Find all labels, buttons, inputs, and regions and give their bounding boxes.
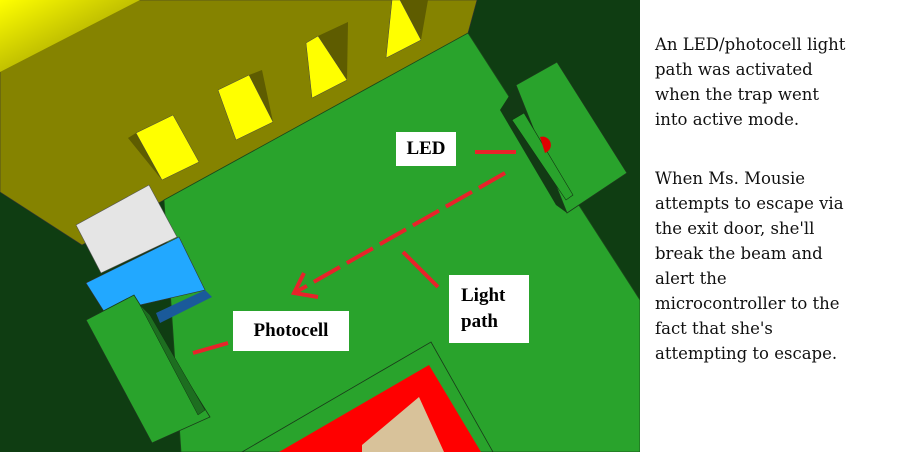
led-label: LED [396, 132, 456, 166]
caption-line: alert the [655, 269, 727, 288]
led-bulb [540, 136, 551, 153]
led-housing [500, 61, 628, 214]
exit-door-area [241, 341, 494, 452]
caption-line: the exit door, she'll [655, 219, 815, 238]
light-path-arrowhead [291, 272, 319, 299]
photocell-label-text: Photocell [253, 320, 329, 341]
caption-line: path was activated [655, 60, 813, 79]
caption-line: microcontroller to the [655, 294, 840, 313]
caption-line: attempts to escape via [655, 194, 844, 213]
caption-text: An LED/photocell light path was activate… [655, 32, 895, 400]
light-path-pointer [401, 250, 440, 289]
photocell-housing [85, 294, 211, 444]
caption-line: fact that she's [655, 319, 773, 338]
photocell-label: Photocell [233, 311, 349, 351]
wall-highlight [0, 0, 140, 72]
trap-3d-illustration [0, 0, 640, 452]
caption-paragraph: When Ms. Mousie attempts to escape via t… [655, 166, 895, 366]
light-path-beam [295, 171, 506, 294]
caption-line: An LED/photocell light [655, 35, 846, 54]
light-path-label-line: Light [461, 285, 506, 306]
caption-line: attempting to escape. [655, 344, 838, 363]
caption-line: when the trap went [655, 85, 819, 104]
light-path-label-line: path [461, 311, 498, 332]
caption-line: When Ms. Mousie [655, 169, 806, 188]
caption-line: into active mode. [655, 110, 800, 129]
photocell-pointer [192, 341, 229, 355]
caption-paragraph: An LED/photocell light path was activate… [655, 32, 895, 132]
wall-windows [128, 0, 428, 181]
caption-line: break the beam and [655, 244, 823, 263]
light-path-label: Light path [449, 275, 529, 343]
led-label-text: LED [406, 138, 446, 159]
annotation-lines [192, 150, 516, 355]
white-box [75, 184, 178, 274]
blue-box-side [156, 290, 212, 323]
